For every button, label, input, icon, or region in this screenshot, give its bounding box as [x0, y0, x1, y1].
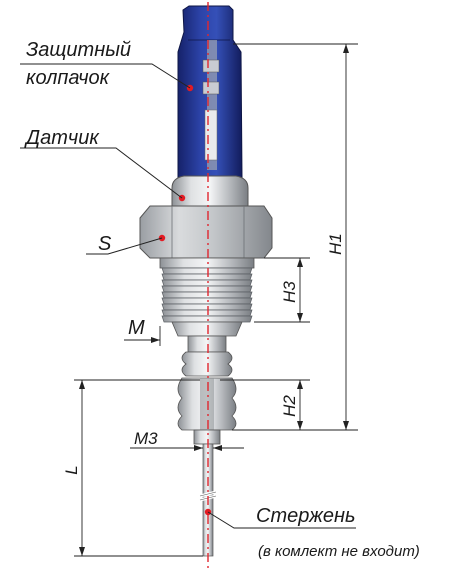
dimension-h3	[254, 257, 310, 323]
dimension-l	[74, 379, 203, 557]
thread-section	[159, 257, 255, 337]
hex-nut	[139, 205, 273, 259]
h1-label: H1	[326, 233, 345, 255]
l-label: L	[62, 465, 81, 474]
thread-ring	[161, 309, 253, 317]
dimension-m3	[130, 445, 244, 451]
sensor-label: Датчик	[24, 127, 100, 149]
thread-label: M	[128, 317, 145, 339]
thread-ring	[161, 297, 253, 305]
sensor-body	[171, 175, 249, 209]
cap-leader	[20, 63, 191, 89]
rod-label: Стержень	[256, 505, 356, 527]
protective-cap	[177, 5, 243, 179]
dimension-m	[124, 326, 161, 346]
thread-rings	[161, 267, 253, 323]
cap-label-line1: Защитный	[26, 39, 131, 61]
thread-ring	[161, 315, 253, 323]
h3-label: H3	[280, 281, 299, 303]
thread-ring	[161, 273, 253, 281]
sensor-leader	[20, 147, 183, 199]
dimension-h1	[232, 43, 358, 431]
thread-ring	[161, 267, 253, 275]
thread-ring	[161, 279, 253, 287]
small-thread-label: M3	[134, 429, 158, 448]
cap-label-line2: колпачок	[26, 67, 111, 89]
h2-label: H2	[280, 395, 299, 417]
dimension-h2	[220, 379, 310, 430]
thread-ring	[161, 291, 253, 299]
rod-note: (в комлект не входит)	[258, 543, 420, 560]
thread-ring	[161, 285, 253, 293]
hex-leader	[86, 237, 163, 255]
hex-label: S	[98, 233, 112, 255]
neck-bellows	[177, 335, 237, 445]
thread-ring	[161, 303, 253, 311]
rod-leader	[207, 511, 356, 529]
